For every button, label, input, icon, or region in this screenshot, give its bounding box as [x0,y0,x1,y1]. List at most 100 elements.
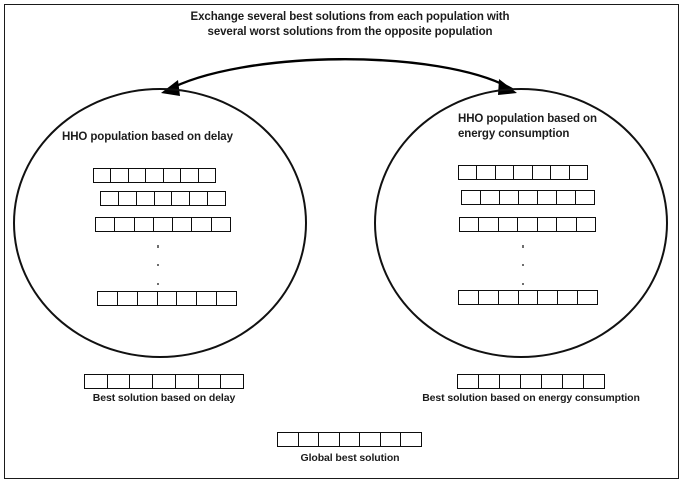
solution-cell [111,169,129,182]
solution-cell [578,291,598,304]
global-best-solution-strip [277,432,422,447]
best-solution-strip-delay [84,374,244,389]
solution-cell [557,191,576,204]
solution-cell [500,375,521,388]
solution-strip [459,217,596,232]
solution-cell [479,375,500,388]
solution-cell [498,291,519,304]
population-ellipse-delay [13,88,307,358]
solution-cell [101,192,119,205]
solution-cell [538,291,559,304]
solution-cell [115,218,135,231]
solution-cell [518,218,538,231]
solution-cell [134,218,154,231]
solution-cell [462,191,481,204]
solution-cell [137,292,158,305]
solution-strip [97,291,237,306]
population-ellipse-energy [374,88,668,358]
ellipsis-dot [521,245,525,248]
solution-cell [563,375,584,388]
ellipsis-dot [156,263,160,267]
solution-cell [537,218,558,231]
solution-cell [319,433,340,446]
best-solution-label-energy: Best solution based on energy consumptio… [422,392,640,404]
solution-cell [576,218,595,231]
solution-cell [532,166,552,179]
population-title-delay: HHO population based on delay [62,130,272,145]
solution-cell [339,433,361,446]
population-title-energy: HHO population based on energy consumpti… [458,112,628,142]
population-title-energy-line-1: HHO population based on [458,113,597,125]
solution-cell [85,375,108,388]
solution-cell [157,292,178,305]
solution-cell [551,166,570,179]
population-title-energy-line-2: energy consumption [458,128,570,140]
solution-cell [584,375,604,388]
solution-cell [380,433,402,446]
solution-strip [458,290,598,305]
vertical-ellipsis [517,245,529,285]
best-solution-label-delay: Best solution based on delay [92,392,236,404]
solution-cell [458,375,479,388]
solution-cell [198,375,222,388]
ellipsis-dot [156,282,160,285]
solution-cell [146,169,164,182]
solution-cell [211,218,230,231]
solution-cell [479,218,499,231]
solution-cell [500,191,519,204]
solution-cell [538,191,557,204]
ellipsis-dot [521,263,525,267]
solution-cell [460,218,480,231]
solution-cell [163,169,182,182]
solution-cell [190,192,209,205]
solution-cell [217,292,237,305]
solution-cell [401,433,422,446]
exchange-caption: Exchange several best solutions from eac… [155,10,545,40]
solution-cell [478,291,499,304]
solution-cell [98,292,118,305]
solution-cell [117,292,138,305]
ellipsis-dot [521,282,525,285]
solution-cell [558,291,579,304]
solution-cell [118,192,137,205]
solution-cell [208,192,226,205]
solution-cell [459,166,478,179]
solution-cell [96,218,116,231]
solution-cell [173,218,193,231]
solution-cell [557,218,577,231]
ellipsis-dot [156,245,160,248]
solution-cell [477,166,496,179]
solution-strip [100,191,226,206]
solution-cell [498,218,519,231]
solution-strip [461,190,595,205]
solution-cell [495,166,515,179]
solution-cell [481,191,500,204]
solution-cell [569,166,587,179]
solution-cell [519,191,538,204]
solution-cell [197,292,218,305]
best-solution-strip-energy [457,374,605,389]
solution-cell [192,218,212,231]
solution-strip [95,217,231,232]
solution-cell [153,375,176,388]
solution-cell [136,192,155,205]
solution-cell [128,169,147,182]
solution-cell [175,375,199,388]
solution-cell [298,433,320,446]
population-title-delay-line-1: HHO population based on delay [62,131,233,143]
solution-cell [278,433,299,446]
solution-strip [458,165,588,180]
solution-cell [360,433,381,446]
solution-cell [459,291,479,304]
solution-cell [177,292,198,305]
solution-cell [521,375,542,388]
solution-cell [94,169,112,182]
solution-cell [576,191,594,204]
solution-cell [198,169,215,182]
solution-cell [153,218,174,231]
solution-cell [181,169,199,182]
global-best-solution-label: Global best solution [300,452,400,464]
solution-cell [130,375,154,388]
vertical-ellipsis [152,245,164,285]
